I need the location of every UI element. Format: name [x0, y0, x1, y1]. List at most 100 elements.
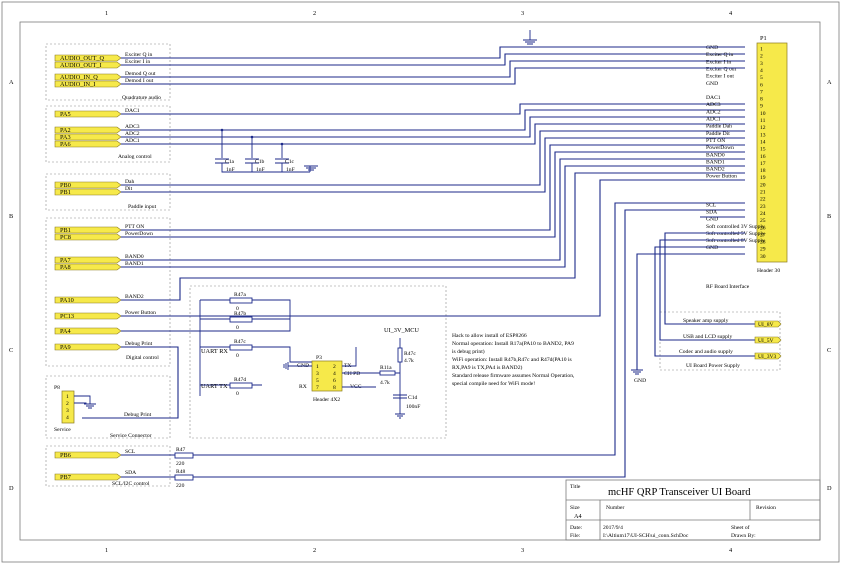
- r47a-ref: R47a: [234, 292, 246, 298]
- net-exciter-i-in-left: Exciter I in: [125, 59, 150, 65]
- header-pin-9: 9: [760, 104, 763, 110]
- ground-symbol-top: [523, 30, 537, 45]
- esp-pin-6: 6: [333, 378, 336, 384]
- r47d-ref: R47d: [234, 377, 246, 383]
- zone-row-d-right: D: [827, 485, 832, 492]
- size-value: A4: [574, 513, 583, 520]
- header-pin-26: 26: [760, 225, 766, 231]
- net-dit: Dit: [125, 186, 133, 192]
- header-pin-19: 19: [760, 175, 766, 181]
- p8-pin-2: 2: [66, 401, 69, 407]
- zone-row-b-right: B: [827, 213, 831, 220]
- header-net-5: Exciter I out: [706, 74, 734, 80]
- port-pb7-label: PB7: [60, 474, 71, 481]
- resistor-r47b: [229, 316, 253, 323]
- port-audio-out-i-label: AUDIO_OUT_I: [60, 62, 102, 69]
- port-pa10-label: PA10: [60, 297, 74, 304]
- net-demod-i-out: Demod I out: [125, 78, 154, 84]
- esp-name: Header 4X2: [313, 397, 340, 403]
- header-net-6: GND: [706, 81, 718, 87]
- header-name: Header 30: [757, 268, 780, 274]
- r47b-ref: R47b: [234, 311, 246, 317]
- r11a-val: 4.7k: [380, 380, 390, 386]
- esp-pin-8: 8: [333, 385, 336, 391]
- port-audio-in-q: AUDIO_IN_Q Demod Q out: [54, 71, 156, 81]
- header-net-29: GND: [706, 245, 718, 251]
- port-pb6-label: PB6: [60, 452, 71, 459]
- wires-left: [82, 46, 745, 478]
- header-net-14: PTT ON: [706, 138, 725, 144]
- r47e-val: 4.7k: [404, 358, 414, 364]
- port-pa2-label: PA2: [60, 127, 71, 134]
- hack-note: Hack to allow install of ESP8266 Normal …: [452, 332, 575, 387]
- number-label: Number: [606, 505, 624, 511]
- net-adc1-left: ADC1: [125, 138, 140, 144]
- file-value: I:\Altium17\UI-SCH\ui_conn.SchDoc: [603, 533, 689, 539]
- drawn-by-label: Drawn By:: [731, 533, 756, 539]
- header-net-4: Exciter Q out: [706, 66, 737, 72]
- header-net-19: Power Button: [706, 174, 737, 180]
- cap-c1b-ref: C1b: [255, 159, 265, 165]
- uart-tx-label: UART TX: [201, 383, 228, 390]
- r47b-val: 0: [236, 325, 239, 331]
- r48-val: 220: [176, 483, 185, 489]
- net-usb-lcd-supply: USB and LCD supply: [683, 334, 732, 340]
- i2c-resistors: R47 220 R48 220: [174, 447, 194, 489]
- port-pb0-label: PB0: [60, 182, 71, 189]
- header-net-17: BAND1: [706, 159, 725, 165]
- port-ui-3v3: UI_3V3: [758, 354, 777, 360]
- port-ui-5v: UI_5V: [758, 338, 774, 344]
- c1d-ref: C1d: [408, 395, 418, 401]
- zone-row-b-left: B: [9, 213, 13, 220]
- resistor-r47d: [229, 382, 253, 389]
- header-pin-7: 7: [760, 89, 763, 95]
- esp-label-rx: RX: [299, 384, 307, 390]
- port-pa8: PA8 BAND1: [54, 261, 144, 271]
- header-pin-14: 14: [760, 139, 766, 145]
- block-quadrature: [45, 43, 171, 101]
- caption-paddle: Paddle input: [128, 204, 157, 210]
- supply-ui-8v: Speaker amp supply UI_8V: [683, 318, 782, 328]
- supply-ui-3v3: Codec and audio supply UI_3V3: [679, 349, 782, 360]
- port-audio-in-i: AUDIO_IN_I Demod I out: [54, 78, 154, 88]
- header-pin-4: 4: [760, 68, 763, 74]
- header-pin-20: 20: [760, 182, 766, 188]
- zone-row-c-right: C: [827, 347, 831, 354]
- net-adc2-left: ADC2: [125, 131, 140, 137]
- header-pin-11: 11: [760, 118, 766, 124]
- sheet-label: Sheet of: [731, 524, 750, 531]
- net-debug-print: Debug Print: [125, 341, 153, 347]
- port-audio-in-i-label: AUDIO_IN_I: [60, 81, 95, 88]
- header-pin-21: 21: [760, 190, 766, 196]
- header-net-16: BAND0: [706, 152, 725, 158]
- resistor-r47e: [397, 347, 403, 363]
- size-label: Size: [570, 505, 580, 511]
- net-adc3-left: ADC3: [125, 124, 140, 130]
- port-pa5-label: PA5: [60, 111, 71, 118]
- port-pc8-label: PC8: [60, 234, 71, 241]
- c1d-val: 100nF: [406, 404, 420, 410]
- header-pin-1: 1: [760, 47, 763, 53]
- header-pin-28: 28: [760, 240, 766, 246]
- header-pin-10: 10: [760, 111, 766, 117]
- block-i2c: [45, 445, 171, 487]
- caption-rf-interface: RF Board Interface: [706, 283, 750, 290]
- header-net-23: SCL: [706, 202, 717, 208]
- esp-pin-4: 4: [333, 371, 336, 377]
- caption-service-connector: Service Connector: [110, 433, 152, 439]
- header-pin-23: 23: [760, 204, 766, 210]
- port-pa7: PA7 BAND0: [54, 254, 144, 264]
- esp-pin-7: 7: [316, 385, 319, 391]
- header-pin-27: 27: [760, 232, 766, 238]
- uart-rx-label: UART RX: [201, 348, 228, 355]
- header-pin-15: 15: [760, 147, 766, 153]
- port-pc13: PC13 Power Button: [54, 310, 156, 320]
- header-pin-25: 25: [760, 218, 766, 224]
- port-pa4: PA4: [54, 327, 122, 335]
- port-pa8-label: PA8: [60, 264, 71, 271]
- resistor-r47c: [229, 344, 253, 351]
- esp-header-p3: [311, 360, 343, 392]
- header-pin-5: 5: [760, 75, 763, 81]
- caption-ui-power: UI Board Power Supply: [686, 363, 740, 369]
- block-service: [45, 375, 171, 439]
